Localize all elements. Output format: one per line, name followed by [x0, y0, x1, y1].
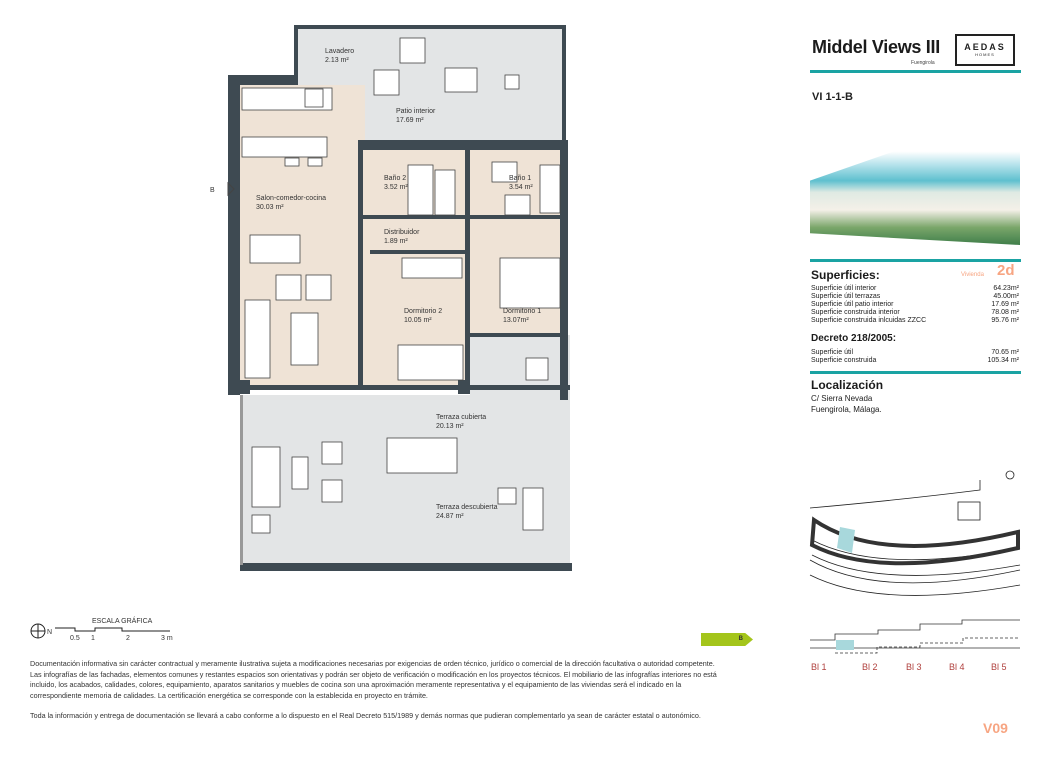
room-area: 17.69 m² — [396, 117, 424, 124]
svg-text:3 m: 3 m — [161, 635, 173, 642]
room-area: 2.13 m² — [325, 57, 349, 64]
room-area: 20.13 m² — [436, 423, 464, 430]
block-label: Bl 5 — [991, 662, 1007, 672]
divider — [810, 371, 1021, 374]
location-city: Fuengirola, Málaga. — [811, 405, 882, 414]
block-label: Bl 3 — [906, 662, 922, 672]
project-city: Fuengirola — [911, 60, 935, 66]
svg-text:1: 1 — [91, 635, 95, 642]
location-street: C/ Sierra Nevada — [811, 394, 873, 403]
room-name: Distribuidor — [384, 229, 420, 236]
svg-text:ESCALA GRÁFICA: ESCALA GRÁFICA — [92, 616, 153, 625]
north-icon — [1005, 470, 1015, 480]
plan-furniture — [241, 37, 561, 534]
room-area: 30.03 m² — [256, 204, 284, 211]
elevation — [810, 619, 1020, 654]
room-area: 3.52 m² — [384, 184, 408, 191]
room-area: 10.05 m² — [404, 317, 432, 324]
disclaimer-paragraph: Documentación informativa sin carácter c… — [30, 659, 717, 700]
unit-code: VI 1-1-B — [812, 91, 853, 103]
room-name: Lavadero — [325, 48, 354, 55]
block-label: Bl 1 — [811, 662, 827, 672]
svg-text:N: N — [47, 629, 52, 636]
room-area: 3.54 m² — [509, 184, 533, 191]
room-area: 1.89 m² — [384, 238, 408, 245]
site-map — [809, 470, 1021, 596]
room-labels: Lavadero 2.13 m² Patio interior 17.69 m² S… — [210, 48, 541, 520]
surfaces-title: Superficies: — [811, 268, 880, 282]
type-value: 2d — [997, 262, 1015, 279]
plan-walls — [228, 25, 572, 571]
room-area: 13.07m² — [503, 317, 529, 324]
section-arrow-icon — [227, 181, 235, 197]
disclaimer: Documentación informativa sin carácter c… — [30, 659, 720, 722]
room-name: Salon-comedor-cocina — [256, 195, 326, 202]
divider — [810, 259, 1021, 262]
room-name: Baño 2 — [384, 175, 406, 182]
room-name: Dormitorio 1 — [503, 308, 541, 315]
project-title: Middel Views III — [812, 37, 940, 57]
room-name: Baño 1 — [509, 175, 531, 182]
scale-bar: N ESCALA GRÁFICA 0.5 1 2 3 m — [30, 616, 173, 642]
room-name: Terraza cubierta — [436, 414, 486, 421]
svg-text:0.5: 0.5 — [70, 635, 80, 642]
block-label: Bl 2 — [862, 662, 878, 672]
svg-text:2: 2 — [126, 635, 130, 642]
energy-rating-badge: B — [701, 633, 753, 646]
divider — [810, 70, 1021, 73]
sheet-code: V09 — [983, 720, 1008, 736]
decree-title: Decreto 218/2005: — [811, 333, 897, 344]
room-area: 24.87 m² — [436, 513, 464, 520]
type-label: Vivienda — [961, 272, 984, 278]
section-marker: B — [210, 187, 215, 194]
disclaimer-paragraph: Toda la información y entrega de documen… — [30, 711, 701, 721]
room-name: Dormitorio 2 — [404, 308, 442, 315]
location-title: Localización — [811, 378, 884, 392]
room-name: Patio interior — [396, 108, 436, 115]
block-label: Bl 4 — [949, 662, 965, 672]
room-name: Terraza descubierta — [436, 504, 498, 511]
